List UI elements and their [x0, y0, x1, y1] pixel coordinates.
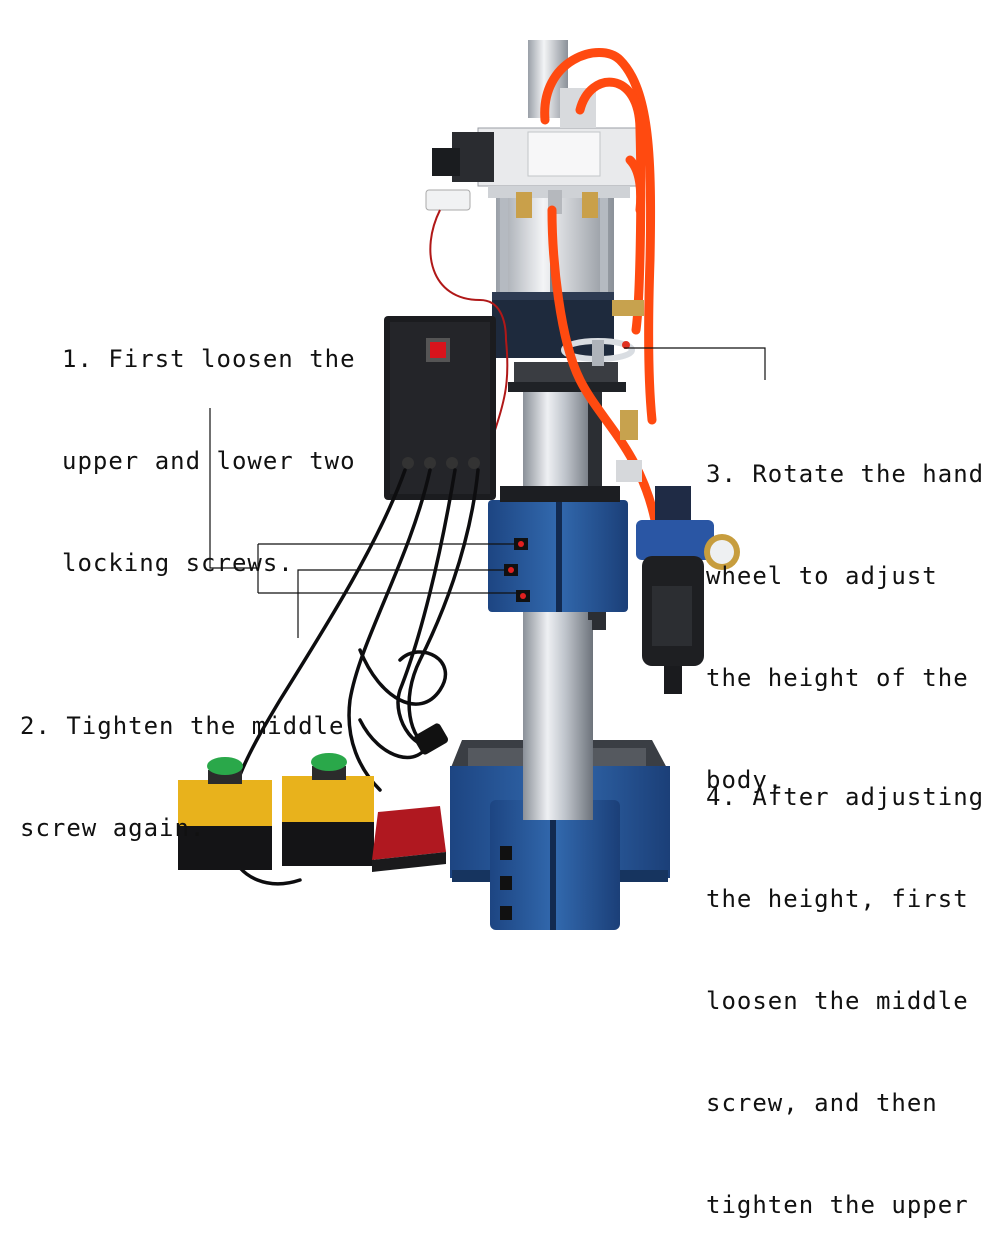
annotation-line: screw again. [20, 814, 206, 842]
brass-fittings [612, 300, 644, 482]
annotation-line: body. [706, 766, 784, 794]
air-filter-regulator [636, 486, 740, 694]
annotation-line: tighten the upper [706, 1191, 969, 1219]
signal-wire [429, 209, 509, 431]
leader-step-2 [297, 569, 506, 638]
press-machine-photo [178, 40, 766, 930]
annotation-line: wheel to adjust [706, 562, 938, 590]
annotation-line: the height of the [706, 664, 969, 692]
annotation-step-2: 2. Tighten the middle screw again. [20, 641, 344, 879]
hand-wheel [561, 338, 635, 366]
annotation-line: loosen the middle [706, 987, 969, 1015]
lower-clamp-block [488, 486, 628, 630]
leader-step-1 [209, 408, 258, 569]
leader-lines [209, 347, 766, 638]
annotation-line: 2. Tighten the middle [20, 712, 345, 740]
machine-base [450, 740, 670, 930]
locking-screws [504, 538, 530, 602]
annotation-line: the height, first [706, 885, 969, 913]
annotation-line: screw, and then [706, 1089, 938, 1117]
power-plug [413, 723, 449, 755]
leader-step-3 [624, 347, 766, 380]
annotation-step-4: 4. After adjusting the height, first loo… [706, 712, 984, 1256]
annotation-step-1: 1. First loosen the upper and lower two … [62, 274, 356, 614]
annotation-line: 4. After adjusting [706, 783, 985, 811]
control-box [384, 316, 496, 500]
push-button-left [178, 757, 272, 870]
annotation-line: 1. First loosen the [62, 345, 356, 373]
annotation-line: upper and lower two [62, 447, 356, 475]
push-button-right [282, 753, 374, 866]
foot-pedal [372, 806, 446, 872]
annotation-line: 3. Rotate the hand [706, 460, 985, 488]
annotation-step-3: 3. Rotate the hand wheel to adjust the h… [706, 389, 984, 831]
annotation-line: locking screws. [62, 549, 294, 577]
solenoid-valve [425, 40, 639, 218]
